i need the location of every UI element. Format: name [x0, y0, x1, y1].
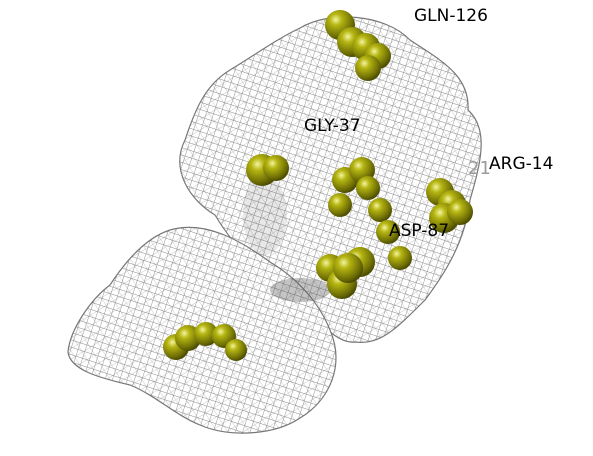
residue-arg-14-spheres[interactable] — [426, 178, 473, 233]
label-gly-37: GLY-37 — [304, 116, 361, 136]
residue-center-spheres[interactable] — [328, 157, 412, 270]
surface-groove-shadow — [243, 175, 287, 255]
label-gln-126: GLN-126 — [414, 6, 488, 26]
surface-mesh-overlay — [68, 16, 482, 434]
label-arg-14: ARG-14 — [489, 154, 554, 174]
residue-lower-lobe-spheres[interactable] — [163, 322, 247, 361]
label-asp-87: ASP-87 — [389, 221, 450, 241]
residue-asp-87-spheres[interactable] — [316, 247, 375, 299]
label-fragment-21: 21 — [468, 158, 491, 179]
surface-cavity-shadow — [270, 278, 330, 302]
residue-gln-126-spheres[interactable] — [325, 10, 391, 81]
residue-gly-37-spheres[interactable] — [246, 154, 289, 186]
protein-surface-mesh — [67, 16, 482, 434]
